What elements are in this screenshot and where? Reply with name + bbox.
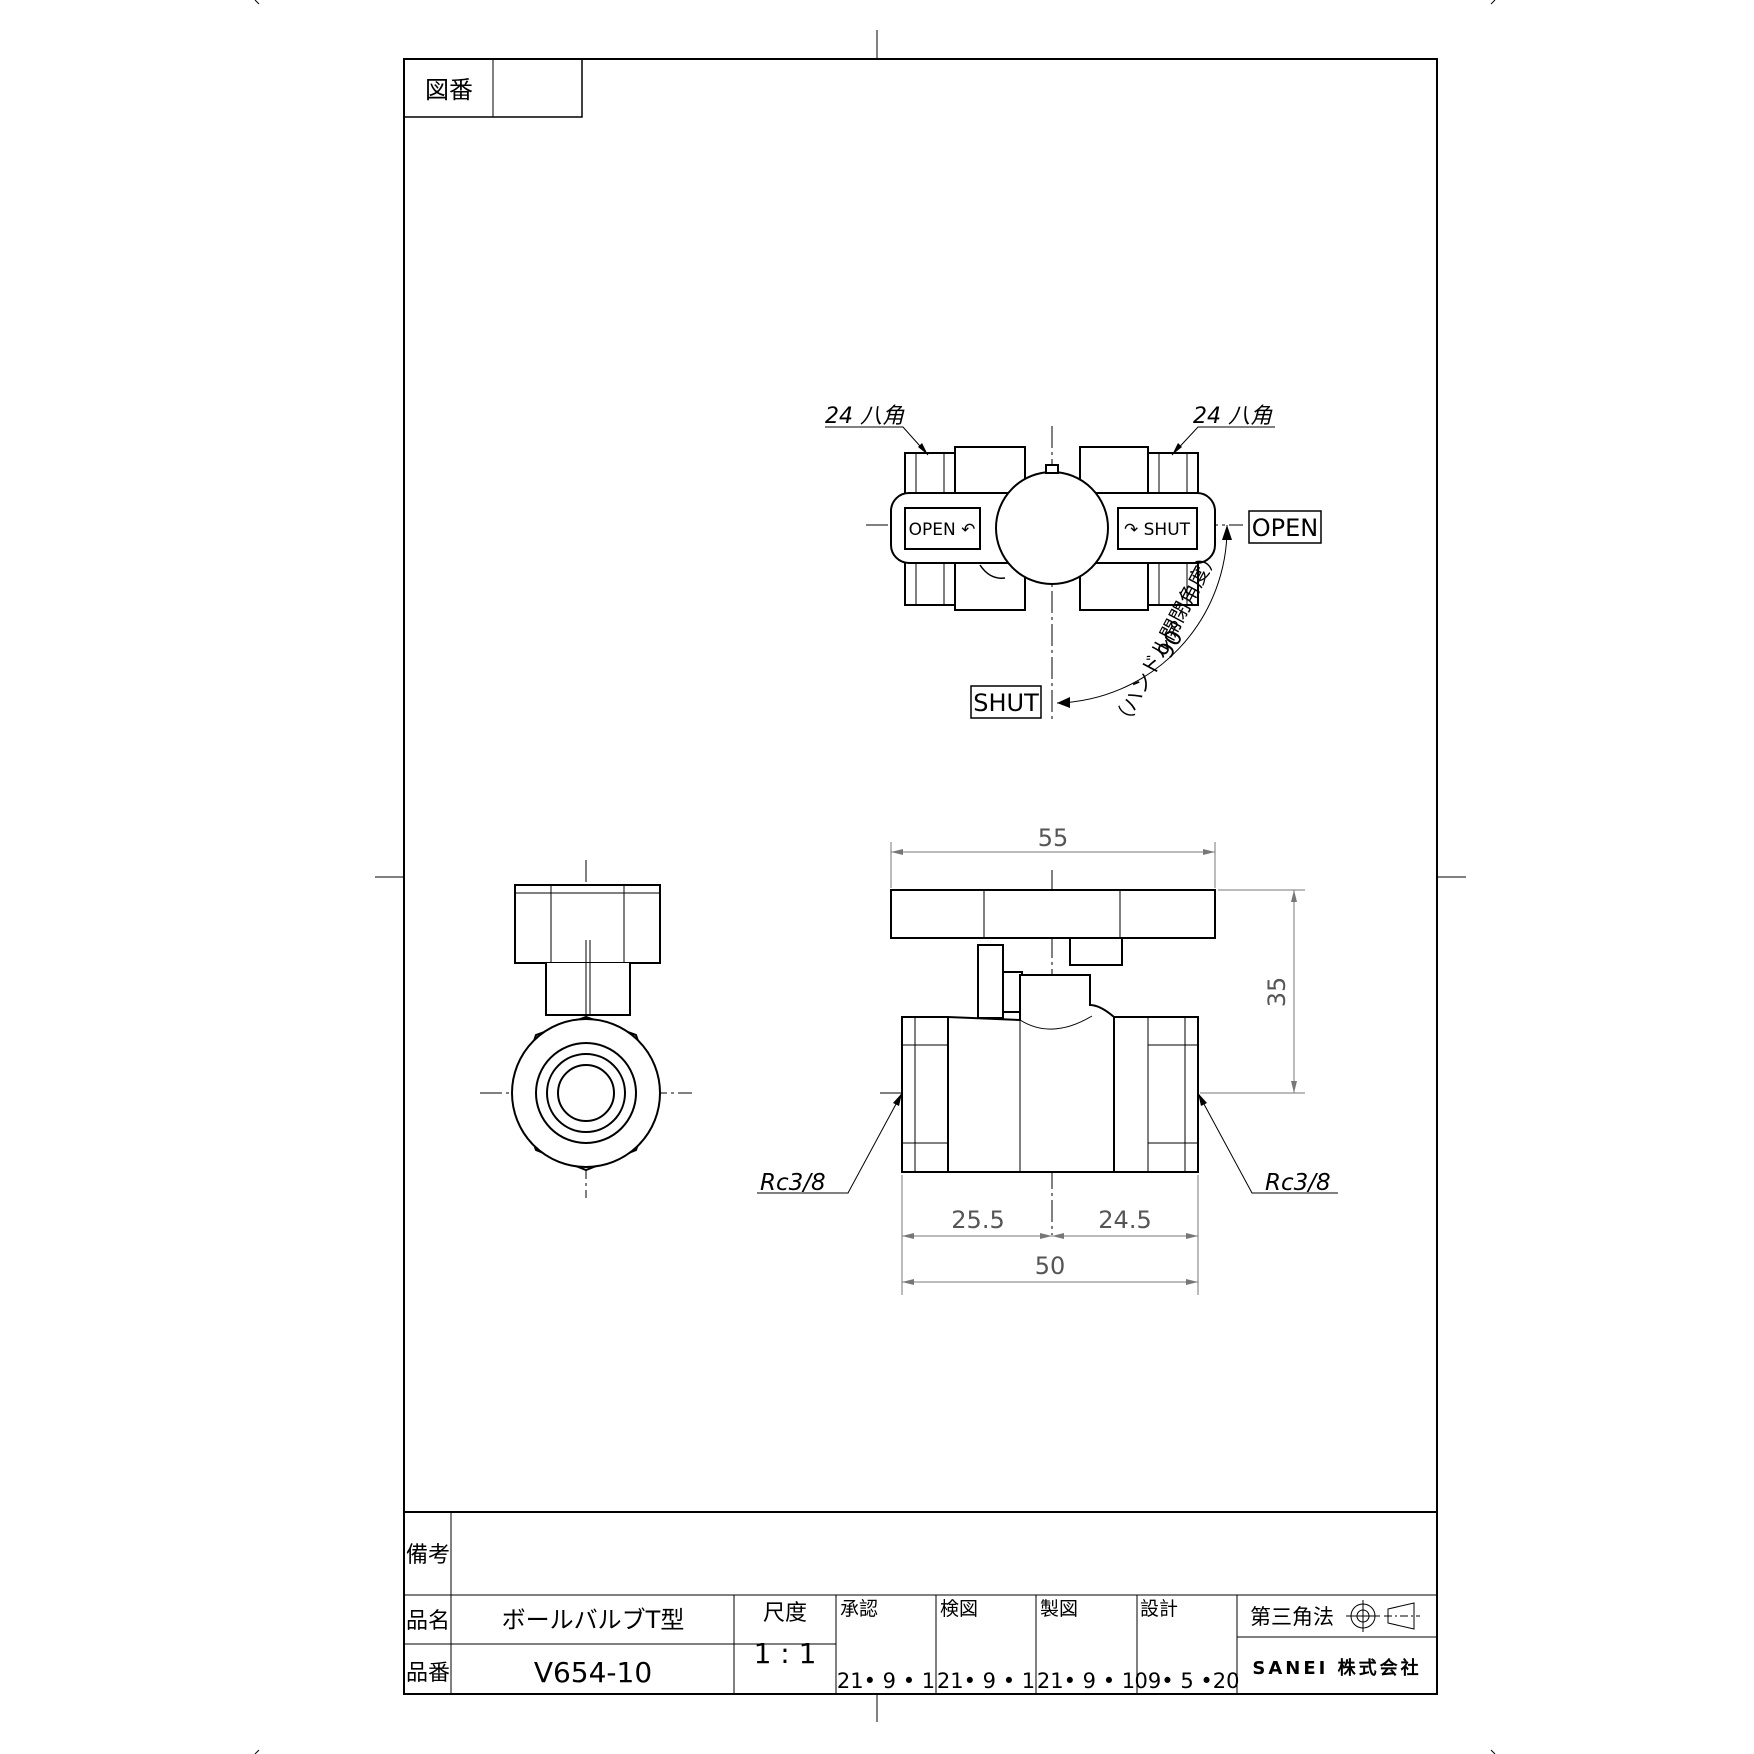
check-date: 21• 9 • 1 [937,1669,1035,1693]
drawn-label: 製図 [1040,1598,1078,1620]
figure-number-box: 図番 [403,58,583,118]
top-view: OPEN ↶ ↷ SHUT 24 八角 24 八角 OPEN SHUT 90° … [825,404,1322,732]
handle-open-engraving: OPEN ↶ [909,520,976,540]
scale-label: 尺度 [763,1601,807,1626]
projection-label: 第三角法 [1250,1605,1334,1629]
product-number-value: V654-10 [534,1656,652,1689]
open-position-box [1248,510,1322,544]
approval-label: 承認 [840,1598,878,1620]
octagon-label-left: 24 八角 [825,404,905,429]
remarks-label: 備考 [406,1543,450,1568]
drawing-border [403,58,1438,1695]
drawn-date: 21• 9 • 1 [1037,1669,1135,1693]
dimension-total: 50 [1035,1252,1066,1280]
product-name-label: 品名 [406,1609,450,1634]
check-label: 検図 [940,1598,978,1620]
octagon-label-right: 24 八角 [1193,404,1273,429]
front-view: 55 35 25.5 24.5 50 Rc3/8 Rc3/8 [757,824,1338,1295]
design-label: 設計 [1140,1598,1178,1620]
handle-shut-engraving: ↷ SHUT [1124,520,1191,540]
scale-value: 1 : 1 [754,1637,817,1670]
dimension-handle-width: 55 [1038,824,1069,852]
thread-label-right: Rc3/8 [1265,1170,1331,1196]
product-number-label: 品番 [406,1661,450,1686]
dimension-right: 24.5 [1098,1206,1151,1234]
shut-position-label: SHUT [973,689,1039,717]
open-position-label: OPEN [1252,514,1318,542]
dimension-left: 25.5 [951,1206,1004,1234]
thread-label-left: Rc3/8 [760,1170,826,1196]
product-name-value: ボールバルブT型 [502,1606,685,1634]
figure-number-label: 図番 [425,76,473,104]
title-block: 備考 品名 ボールバルブT型 品番 V654-10 尺度 1 : 1 承認 21… [404,1511,1437,1694]
shut-position-box [970,685,1042,719]
sheet-registration-marks [254,0,1496,1754]
design-date: 09• 5 •20 [1135,1669,1240,1693]
dimension-height: 35 [1263,977,1291,1008]
side-view [480,860,692,1198]
third-angle-projection-icon [1346,1600,1420,1632]
approval-date: 21• 9 • 1 [837,1669,935,1693]
company-name: SANEI 株式会社 [1252,1657,1421,1679]
